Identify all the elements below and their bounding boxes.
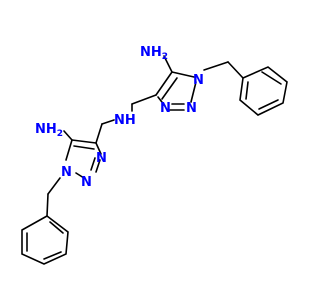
bond xyxy=(43,251,62,260)
bond xyxy=(49,221,64,234)
bottom-triazole-ring xyxy=(46,130,102,217)
bond xyxy=(47,177,61,195)
ring-n3-top: N xyxy=(160,101,171,116)
ring-n2-top: N xyxy=(186,101,197,116)
bond xyxy=(155,71,173,96)
bridge-nh-label: NH xyxy=(114,113,136,128)
amine-sub-top: 2 xyxy=(162,52,168,62)
bond xyxy=(95,123,103,144)
bond xyxy=(90,157,96,171)
amine-sub-bottom: 2 xyxy=(57,129,63,139)
bond xyxy=(157,96,166,107)
ring-n1-top: N xyxy=(193,73,204,88)
bond xyxy=(258,99,279,110)
bond xyxy=(46,193,49,217)
bond xyxy=(190,81,197,103)
bond xyxy=(227,61,244,79)
bond xyxy=(21,215,69,265)
bond xyxy=(71,139,97,144)
bond xyxy=(171,71,195,78)
bond xyxy=(131,94,157,105)
atom-labels: NH2 N N N NH NH2 N N N xyxy=(35,45,204,190)
bond xyxy=(245,81,249,100)
bond xyxy=(73,145,95,150)
bond xyxy=(95,159,101,173)
amine-label-top: NH2 xyxy=(140,45,168,62)
bond xyxy=(63,130,73,141)
ring-n2-bottom: N xyxy=(81,175,92,190)
bridge-linker xyxy=(95,94,157,144)
amine-h-top: H xyxy=(151,45,162,60)
amine-label-bottom: NH2 xyxy=(35,122,63,139)
bond xyxy=(203,61,229,71)
bond xyxy=(95,142,102,155)
ring-n3-bottom: N xyxy=(96,151,107,166)
amine-h-bottom: H xyxy=(46,122,57,137)
bond xyxy=(101,119,115,125)
bond xyxy=(261,71,282,85)
ring-n1-bottom: N xyxy=(61,165,72,180)
amine-n-bottom: N xyxy=(35,122,46,137)
bond xyxy=(239,66,288,116)
bottom-phenyl-ring xyxy=(21,215,69,265)
molecule-structure-diagram: NH2 N N N NH NH2 N N N xyxy=(21,45,288,265)
top-triazole-ring xyxy=(155,55,244,111)
amine-n-top: N xyxy=(140,45,151,60)
bond xyxy=(161,77,178,100)
bond xyxy=(75,172,85,179)
top-phenyl-ring xyxy=(239,66,288,116)
bond xyxy=(163,55,173,73)
bond xyxy=(65,139,73,161)
